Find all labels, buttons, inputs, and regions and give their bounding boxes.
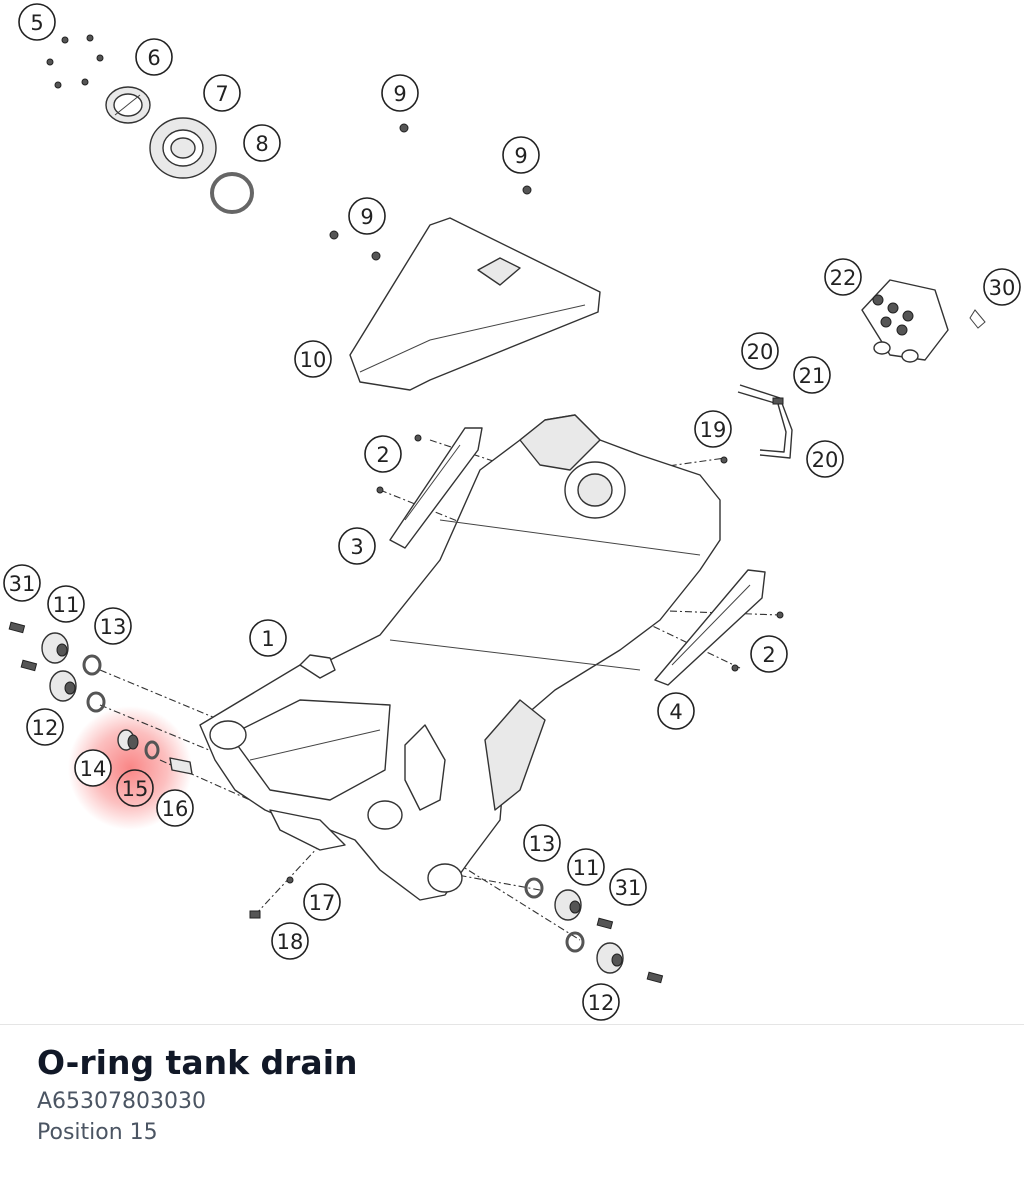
callout-12[interactable]: 12	[26, 708, 64, 746]
svg-text:9: 9	[393, 82, 406, 106]
callout-9[interactable]: 9	[381, 74, 419, 112]
callout-13[interactable]: 13	[523, 824, 561, 862]
callout-7[interactable]: 7	[203, 74, 241, 112]
callout-9[interactable]: 9	[502, 136, 540, 174]
svg-text:13: 13	[100, 615, 127, 639]
svg-text:2: 2	[762, 643, 775, 667]
svg-text:8: 8	[255, 132, 268, 156]
callout-9[interactable]: 9	[348, 197, 386, 235]
callout-6[interactable]: 6	[135, 38, 173, 76]
hoses-20-21	[737, 384, 793, 459]
svg-text:13: 13	[529, 832, 556, 856]
svg-text:9: 9	[360, 205, 373, 229]
callout-8[interactable]: 8	[243, 124, 281, 162]
clip-30	[969, 309, 986, 329]
callout-31[interactable]: 31	[609, 868, 647, 906]
part-info-panel: O-ring tank drain A65307803030 Position …	[37, 1040, 987, 1148]
o-ring-8	[210, 172, 254, 214]
svg-text:4: 4	[669, 700, 682, 724]
svg-text:20: 20	[747, 340, 774, 364]
svg-text:3: 3	[350, 535, 363, 559]
svg-text:11: 11	[53, 593, 80, 617]
callout-31[interactable]: 31	[3, 564, 41, 602]
bolts-9	[329, 123, 532, 261]
svg-text:22: 22	[830, 266, 857, 290]
svg-text:12: 12	[32, 716, 59, 740]
svg-text:31: 31	[9, 572, 36, 596]
callout-2[interactable]: 2	[750, 635, 788, 673]
part-number: A65307803030	[37, 1089, 207, 1114]
callout-2[interactable]: 2	[364, 435, 402, 473]
callout-14[interactable]: 14	[74, 749, 112, 787]
callout-5[interactable]: 5	[18, 3, 56, 41]
callout-10[interactable]: 10	[294, 340, 332, 378]
control-unit-22	[861, 279, 949, 363]
svg-text:19: 19	[700, 418, 727, 442]
callout-1[interactable]: 1	[249, 619, 287, 657]
svg-text:16: 16	[162, 797, 189, 821]
callout-22[interactable]: 22	[824, 258, 862, 296]
callout-30[interactable]: 30	[983, 268, 1021, 306]
screw-set-5	[46, 34, 104, 89]
tank-drain-parts	[117, 729, 193, 775]
callout-15-highlighted[interactable]: 15	[116, 769, 154, 807]
svg-text:31: 31	[615, 876, 642, 900]
svg-text:20: 20	[812, 448, 839, 472]
cover-plate-10	[349, 217, 601, 391]
svg-text:11: 11	[573, 856, 600, 880]
svg-text:1: 1	[261, 627, 274, 651]
svg-text:30: 30	[989, 276, 1016, 300]
bottom-bolts-17-18	[249, 876, 294, 919]
callout-19[interactable]: 19	[694, 410, 732, 448]
svg-text:9: 9	[514, 144, 527, 168]
part-name: O-ring tank drain	[37, 1043, 358, 1082]
side-cover-4	[654, 569, 784, 686]
callout-21[interactable]: 21	[793, 356, 831, 394]
side-cover-3	[376, 427, 483, 549]
svg-text:18: 18	[277, 930, 304, 954]
svg-text:14: 14	[80, 757, 107, 781]
tank-flange-7	[149, 117, 217, 179]
svg-text:17: 17	[309, 891, 336, 915]
svg-text:12: 12	[588, 991, 615, 1015]
svg-text:2: 2	[376, 443, 389, 467]
callout-12[interactable]: 12	[582, 983, 620, 1021]
svg-text:6: 6	[147, 46, 160, 70]
callout-16[interactable]: 16	[156, 789, 194, 827]
callout-13[interactable]: 13	[94, 607, 132, 645]
svg-text:5: 5	[30, 11, 43, 35]
tank-cap-6	[105, 86, 151, 124]
callout-11[interactable]: 11	[567, 848, 605, 886]
part-position: Position 15	[37, 1120, 158, 1145]
callout-18[interactable]: 18	[271, 922, 309, 960]
svg-text:10: 10	[300, 348, 327, 372]
callout-20[interactable]: 20	[806, 440, 844, 478]
divider	[0, 1024, 1024, 1025]
svg-text:15: 15	[122, 777, 149, 801]
callout-11[interactable]: 11	[47, 585, 85, 623]
right-mount-hardware	[524, 877, 664, 984]
screw-19	[720, 456, 728, 464]
callout-3[interactable]: 3	[338, 527, 376, 565]
svg-text:7: 7	[215, 82, 228, 106]
callout-17[interactable]: 17	[303, 883, 341, 921]
svg-text:21: 21	[799, 364, 826, 388]
left-mount-hardware	[8, 621, 106, 713]
callout-20[interactable]: 20	[741, 332, 779, 370]
callout-4[interactable]: 4	[657, 692, 695, 730]
frame-1	[199, 414, 721, 901]
